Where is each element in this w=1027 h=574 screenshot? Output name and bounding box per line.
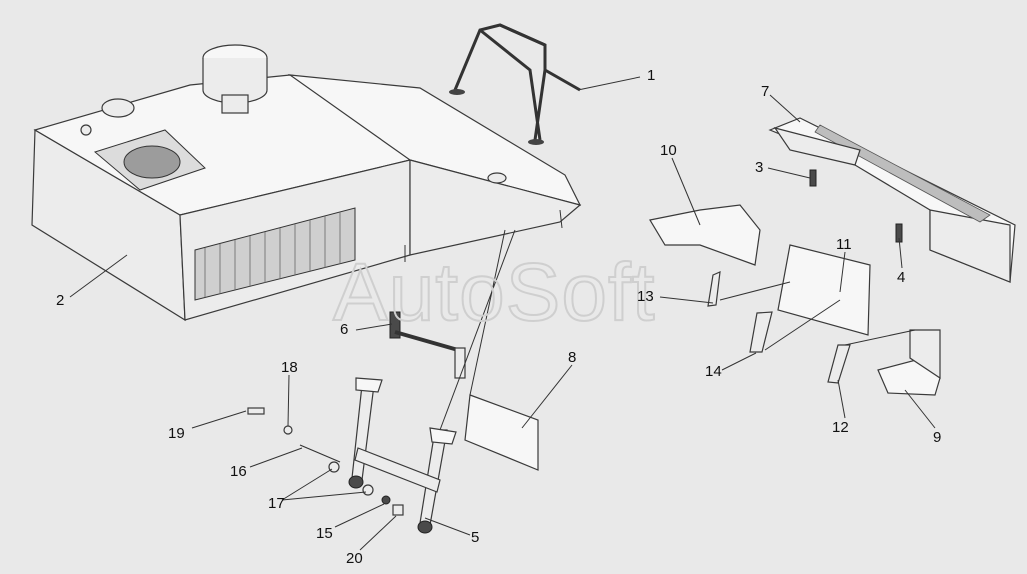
callout-1: 1 <box>647 67 655 84</box>
callout-18: 18 <box>281 359 298 376</box>
part-5-stand-frame <box>348 377 457 534</box>
callout-8: 8 <box>568 349 576 366</box>
callout-19: 19 <box>168 425 185 442</box>
part-16-pin <box>299 444 341 463</box>
part-11-plate <box>777 244 871 336</box>
callout-11: 11 <box>836 236 852 253</box>
callout-2: 2 <box>56 292 64 309</box>
callout-10: 10 <box>660 142 677 159</box>
part-15-washer <box>381 495 391 505</box>
hood-right-front <box>409 159 582 256</box>
part-14-strip <box>749 311 773 353</box>
hatch-opening <box>123 145 181 179</box>
rear-pipe <box>101 98 135 118</box>
callout-20: 20 <box>346 550 363 567</box>
callout-6: 6 <box>340 321 348 338</box>
side-hood-frame <box>773 127 861 166</box>
callout-14: 14 <box>705 363 722 380</box>
callout-15: 15 <box>316 525 333 542</box>
air-filter-neck <box>221 94 249 114</box>
callout-12: 12 <box>832 419 849 436</box>
callout-7: 7 <box>761 83 769 100</box>
callout-labels: 1 2 3 4 5 6 7 8 9 10 11 12 13 14 15 16 1… <box>56 67 941 567</box>
part-6-bracket <box>389 311 466 379</box>
part-10-deflector <box>649 204 761 266</box>
part-19-bolt <box>247 407 265 415</box>
part-8-panel <box>464 394 539 471</box>
callout-16: 16 <box>230 463 247 480</box>
watermark-text: AutoSoft <box>333 247 656 338</box>
callout-9: 9 <box>933 429 941 446</box>
hood-handle <box>487 172 507 184</box>
part-1-grab-rail <box>449 23 581 145</box>
part-7-side-hood <box>768 117 1016 283</box>
part-3-bracket <box>809 169 817 187</box>
part-18-washer <box>283 425 293 435</box>
part-2-hood-assembly <box>31 44 582 322</box>
hood-right-top <box>287 74 582 206</box>
leader-lines <box>69 76 936 551</box>
fasteners <box>247 407 404 516</box>
part-13-strip <box>707 271 721 307</box>
filler-cap <box>80 124 92 136</box>
callout-3: 3 <box>755 159 763 176</box>
callout-5: 5 <box>471 529 479 546</box>
callout-4: 4 <box>897 269 905 286</box>
part-9-side <box>909 329 941 380</box>
side-hood-grille <box>814 124 991 223</box>
part-20-cap <box>392 504 404 516</box>
callout-17: 17 <box>268 495 285 512</box>
part-17-nut-b <box>362 484 374 496</box>
callout-13: 13 <box>637 288 654 305</box>
part-12-strip <box>827 344 851 384</box>
